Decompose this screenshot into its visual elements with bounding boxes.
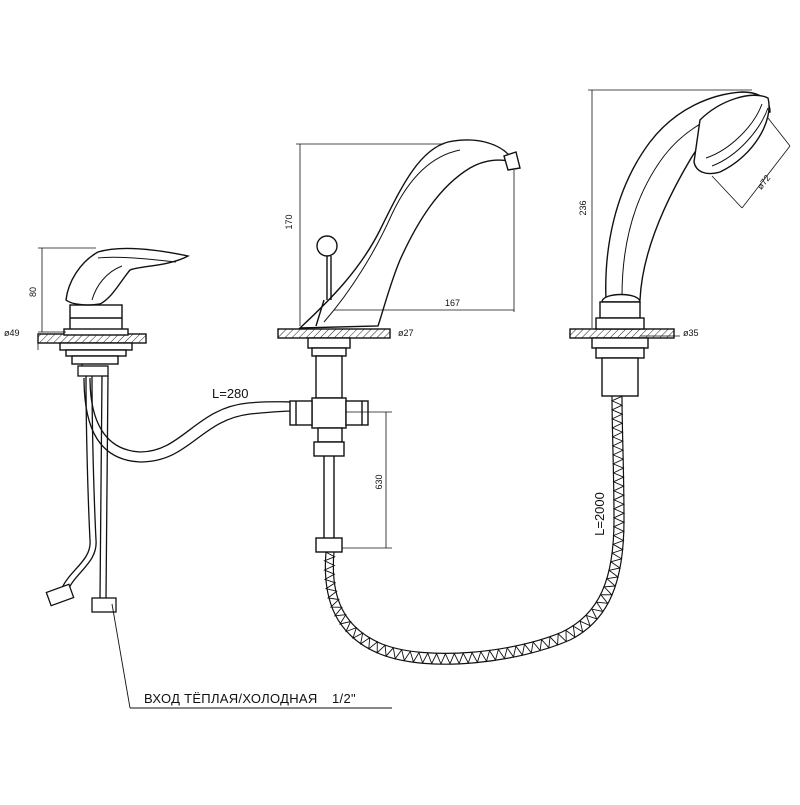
inlet-caption-label: ВХОД ТЁПЛАЯ/ХОЛОДНАЯ bbox=[144, 691, 318, 706]
hose-coil bbox=[323, 395, 626, 665]
shower-dimensions bbox=[588, 89, 791, 337]
shower-height-label: 236 bbox=[578, 200, 588, 215]
spout-deck bbox=[277, 328, 391, 339]
hose-length-label: L=2000 bbox=[592, 492, 607, 536]
mixer-hole-label: ø49 bbox=[4, 328, 20, 338]
mixer-height-label: 80 bbox=[28, 287, 38, 297]
shower-hose bbox=[323, 395, 626, 665]
cold-inlet-fitting bbox=[91, 597, 117, 613]
spout-assembly bbox=[277, 139, 521, 553]
riser-length-label: 630 bbox=[374, 474, 384, 489]
caption-leader bbox=[111, 603, 392, 709]
shower-assembly bbox=[569, 91, 771, 397]
cross-fitting bbox=[311, 397, 347, 429]
mixer-dimensions bbox=[37, 247, 96, 350]
shower-deck bbox=[569, 328, 675, 339]
spout-knob bbox=[316, 235, 338, 257]
hose-fittings bbox=[45, 583, 117, 613]
spout-body bbox=[298, 139, 516, 329]
shower-hole-label: ø35 bbox=[683, 328, 699, 338]
shower-head bbox=[693, 94, 770, 175]
inlet-caption-size: 1/2" bbox=[332, 691, 356, 706]
mixer-hoses bbox=[61, 364, 297, 599]
spout-height-label: 170 bbox=[284, 214, 294, 229]
mixer-assembly bbox=[37, 247, 190, 365]
mixer-lever bbox=[65, 247, 190, 306]
spout-hole-label: ø27 bbox=[398, 328, 414, 338]
pipe-length-label: L=280 bbox=[212, 386, 249, 401]
hot-inlet-fitting bbox=[45, 583, 75, 607]
spout-reach-label: 167 bbox=[445, 298, 460, 308]
spout-dimensions bbox=[296, 143, 515, 549]
